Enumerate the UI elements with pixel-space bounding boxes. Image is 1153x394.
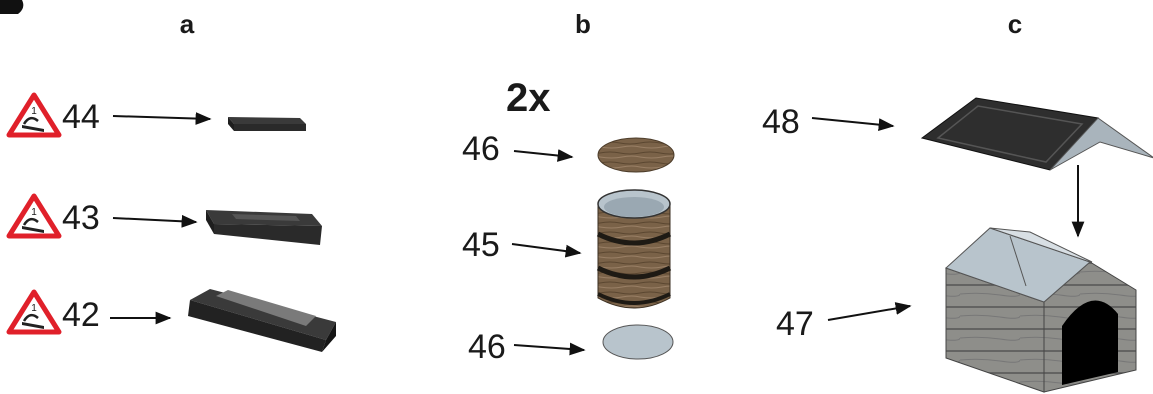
svg-text:1: 1 <box>31 207 37 218</box>
part-number-43: 43 <box>62 199 100 237</box>
arrow-43 <box>112 214 198 228</box>
arrow-46-top <box>513 149 574 162</box>
panel-a: 1 44 1 43 1 42 <box>6 92 336 352</box>
part-47-kennel <box>945 227 1137 393</box>
part-number-44: 44 <box>62 98 100 136</box>
arrow-45 <box>511 243 582 258</box>
corner-fragment <box>0 0 24 14</box>
part-number-46-bottom: 46 <box>468 328 506 366</box>
quantity-label: 2x <box>506 76 551 120</box>
part-number-46-top: 46 <box>462 130 500 168</box>
part-46-wooden-disc <box>597 137 675 173</box>
arrow-47 <box>827 302 912 321</box>
part-48-roof <box>920 97 1153 171</box>
svg-text:1: 1 <box>31 303 37 314</box>
part-44-short-bar <box>228 117 306 131</box>
panel-b: 2x 46 45 46 <box>462 76 675 366</box>
part-number-48: 48 <box>762 103 800 141</box>
part-46-metal-disc <box>602 324 674 360</box>
panel-a-header: a <box>180 9 195 39</box>
arrow-46-bottom <box>513 342 586 356</box>
part-45-barrel <box>596 189 672 309</box>
part-43-grooved-bar <box>206 210 322 245</box>
part-number-42: 42 <box>62 296 100 334</box>
part-42-base-plate <box>188 289 336 352</box>
warning-triangle-icon: 1 <box>6 92 62 138</box>
panel-c: 48 47 <box>762 97 1153 393</box>
warning-triangle-icon: 1 <box>6 193 62 239</box>
part-number-45: 45 <box>462 226 500 264</box>
panel-b-header: b <box>575 9 591 39</box>
svg-text:1: 1 <box>31 106 37 117</box>
warning-triangle-icon: 1 <box>6 289 62 335</box>
part-number-47: 47 <box>776 305 814 343</box>
arrow-48 <box>811 117 895 131</box>
arrow-44 <box>112 112 212 125</box>
panel-c-header: c <box>1008 9 1022 39</box>
